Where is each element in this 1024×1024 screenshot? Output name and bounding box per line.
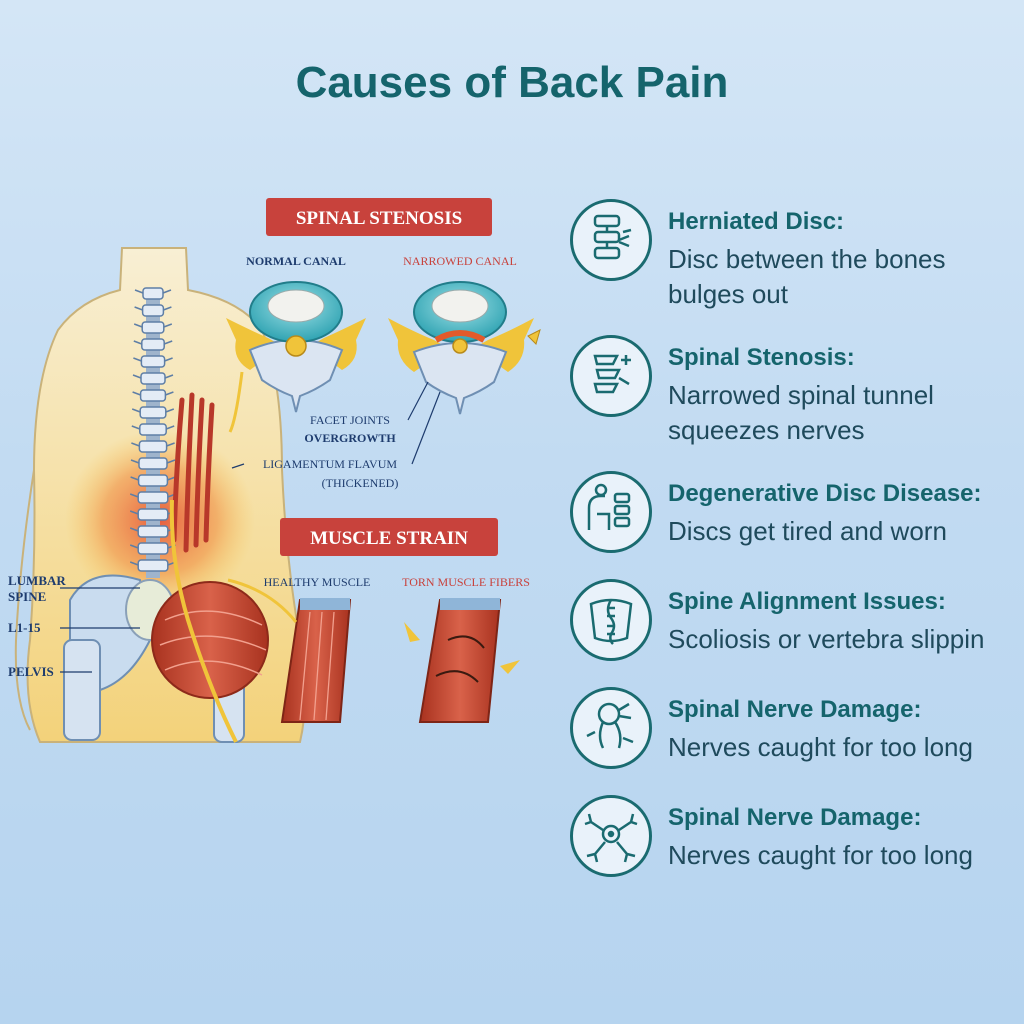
vertebra-process [131, 442, 175, 447]
vertebra-process [133, 323, 173, 328]
cause-spinal-stenosis: Spinal Stenosis: Narrowed spinal tunnel … [568, 332, 1024, 445]
healthy-muscle-label: HEALTHY MUSCLE [264, 575, 371, 589]
cause-description: Nerves caught for too long [668, 732, 973, 762]
back-muscle-fibers [171, 392, 215, 553]
anatomy-illustration: LUMBAR SPINE L1-15 PELVIS SPINAL STENOSI… [8, 198, 541, 743]
vertebra [141, 321, 165, 334]
narrowed-vertebra [388, 281, 541, 415]
vertebra [138, 440, 168, 453]
cause-nerve-damage-2: Spinal Nerve Damage: Nerves caught for t… [568, 792, 1024, 892]
vertebra [138, 457, 168, 470]
vertebra [141, 338, 165, 351]
vertebra-process [130, 459, 176, 464]
vertebra-process [132, 374, 174, 379]
cause-title: Spinal Nerve Damage: [668, 804, 922, 831]
nerve-damage-icon [570, 687, 652, 769]
degenerative-disc-icon [570, 471, 652, 553]
stenosis-banner-label: SPINAL STENOSIS [296, 208, 462, 229]
vertebra [137, 525, 169, 538]
torn-muscle [404, 598, 520, 723]
normal-vertebra [226, 281, 366, 413]
spine-alignment-icon [570, 579, 652, 661]
label-lumbar: LUMBAR [8, 573, 66, 588]
label-spine: SPINE [8, 589, 46, 604]
cause-nerve-damage: Spinal Nerve Damage: Nerves caught for t… [568, 684, 1024, 784]
facet-joints-label: FACET JOINTS [310, 413, 390, 427]
vertebra-process [133, 340, 173, 345]
vertebra [139, 406, 167, 419]
vertebra-process [134, 306, 172, 311]
vertebra [140, 372, 166, 385]
cause-description: Narrowed spinal tunnel squeezes nerves [668, 380, 934, 445]
cause-title: Degenerative Disc Disease: [668, 480, 982, 507]
overgrowth-label: OVERGROWTH [304, 431, 396, 445]
stenosis-banner: SPINAL STENOSIS [266, 198, 492, 236]
gluteal-muscle [151, 581, 269, 699]
vertebra [137, 559, 169, 572]
torn-muscle-label: TORN MUSCLE FIBERS [402, 575, 530, 589]
vertebra-process [132, 391, 174, 396]
healthy-muscle [280, 598, 352, 723]
muscle-banner-label: MUSCLE STRAIN [310, 528, 468, 549]
vertebra [137, 542, 169, 555]
vertebra-process [131, 408, 175, 413]
muscle-banner: MUSCLE STRAIN [280, 518, 498, 556]
vertebra-process [134, 289, 172, 294]
label-pelvis: PELVIS [8, 664, 54, 679]
cause-title: Spine Alignment Issues: [668, 588, 946, 615]
vertebra [137, 491, 169, 504]
vertebra [139, 423, 167, 436]
nerve-cell-icon [570, 795, 652, 877]
vertebra [141, 304, 165, 317]
cause-herniated-disc: Herniated Disc: Disc between the bones b… [568, 196, 1024, 309]
vertebra [137, 508, 169, 521]
cause-spine-alignment: Spine Alignment Issues: Scoliosis or ver… [568, 576, 1024, 676]
vertebra-process [130, 476, 176, 481]
normal-canal-label: NORMAL CANAL [246, 254, 346, 268]
vertebrae-group [129, 287, 177, 572]
vertebra-process [133, 357, 173, 362]
label-l1: L1-15 [8, 620, 41, 635]
cause-description: Scoliosis or vertebra slippin [668, 624, 985, 654]
cause-description: Disc between the bones bulges out [668, 244, 946, 309]
cause-title: Spinal Nerve Damage: [668, 696, 922, 723]
cause-description: Nerves caught for too long [668, 840, 973, 870]
herniated-disc-icon [570, 199, 652, 281]
cause-description: Discs get tired and worn [668, 516, 947, 546]
narrowed-canal-label: NARROWED CANAL [403, 254, 517, 268]
vertebra-process [131, 425, 175, 430]
cause-degenerative-disc: Degenerative Disc Disease: Discs get tir… [568, 468, 1024, 568]
cause-title: Herniated Disc: [668, 208, 845, 235]
vertebra [137, 474, 169, 487]
thickened-label: (THICKENED) [322, 476, 399, 490]
vertebra [139, 389, 167, 402]
spinal-stenosis-icon [570, 335, 652, 417]
ligamentum-label: LIGAMENTUM FLAVUM [263, 457, 397, 471]
page-title: Causes of Back Pain [295, 58, 729, 107]
cause-title: Spinal Stenosis: [668, 344, 855, 371]
vertebra [140, 355, 166, 368]
pelvis-bones [63, 574, 245, 743]
vertebra [142, 287, 164, 300]
